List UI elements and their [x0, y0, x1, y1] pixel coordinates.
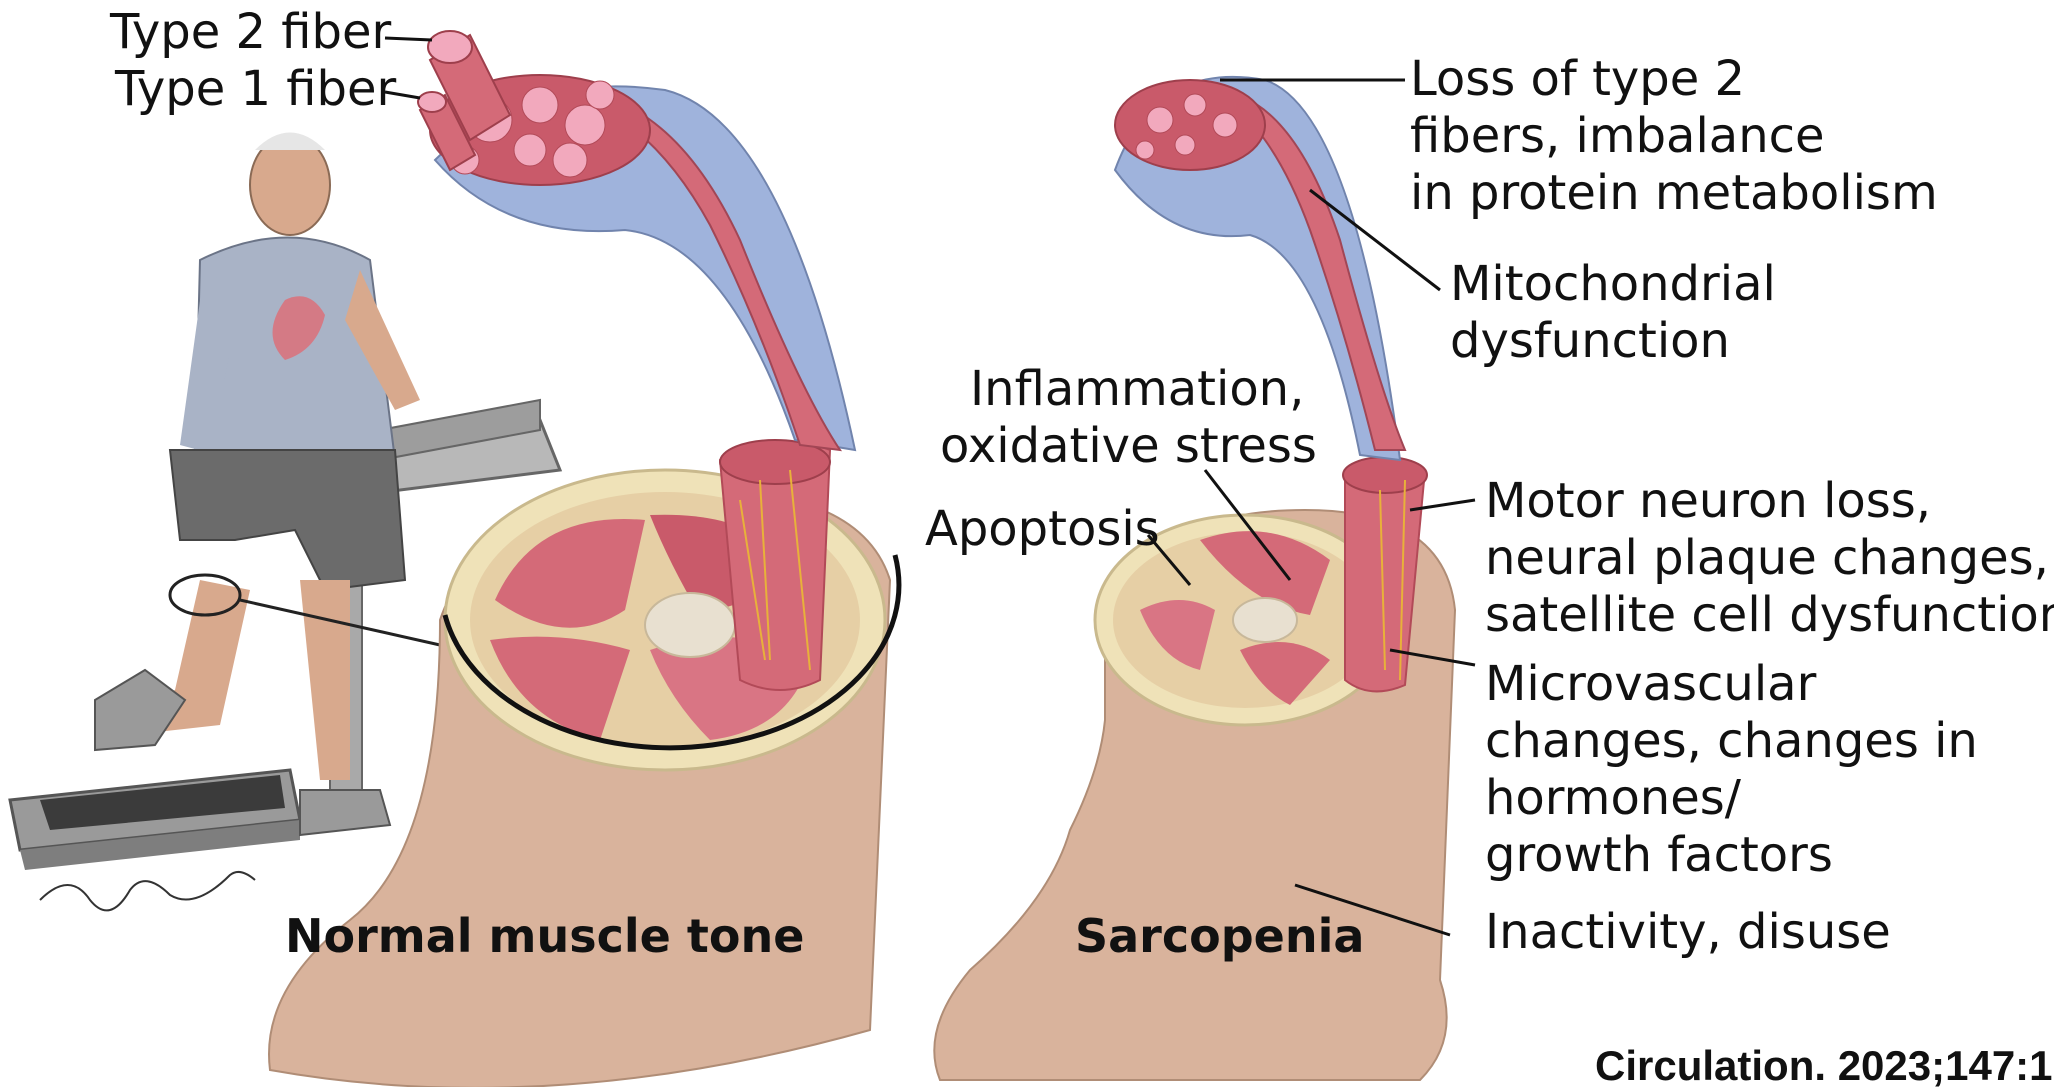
type1-fiber-label: Type 1 fiber	[114, 61, 397, 117]
runner-illustration	[95, 133, 420, 836]
loss-type2-label-line1: Loss of type 2	[1410, 51, 1745, 107]
motor-neuron-label-line3: satellite cell dysfunction	[1485, 587, 2054, 643]
loss-type2-label-line2: fibers, imbalance	[1410, 108, 1825, 164]
type2-leader	[385, 38, 432, 40]
sarcopenia-title: Sarcopenia	[1075, 909, 1364, 963]
mitochondrial-label-line1: Mitochondrial	[1450, 256, 1776, 312]
apoptosis-label: Apoptosis	[925, 501, 1160, 557]
microvascular-label-line4: growth factors	[1485, 827, 1833, 883]
loss-type2-label-line3: in protein metabolism	[1410, 165, 1938, 221]
mitochondrial-label-line2: dysfunction	[1450, 313, 1730, 369]
normal-fascicle	[418, 31, 855, 450]
inactivity-label: Inactivity, disuse	[1485, 904, 1891, 960]
microvascular-label-line3: hormones/	[1485, 770, 1742, 826]
motor-neuron-label-line1: Motor neuron loss,	[1485, 473, 1931, 529]
type2-fiber-label: Type 2 fiber	[109, 4, 392, 60]
microvascular-label-line2: changes, changes in	[1485, 713, 1978, 769]
artist-signature	[40, 872, 255, 910]
microvascular-label-line1: Microvascular	[1485, 656, 1817, 712]
normal-muscle-title: Normal muscle tone	[285, 909, 804, 963]
inflammation-label-line1: Inflammation,	[970, 361, 1304, 417]
motor-neuron-label-line2: neural plaque changes,	[1485, 530, 2049, 586]
inflammation-label-line2: oxidative stress	[940, 418, 1317, 474]
citation: Circulation. 2023;147:1	[1595, 1042, 2053, 1087]
